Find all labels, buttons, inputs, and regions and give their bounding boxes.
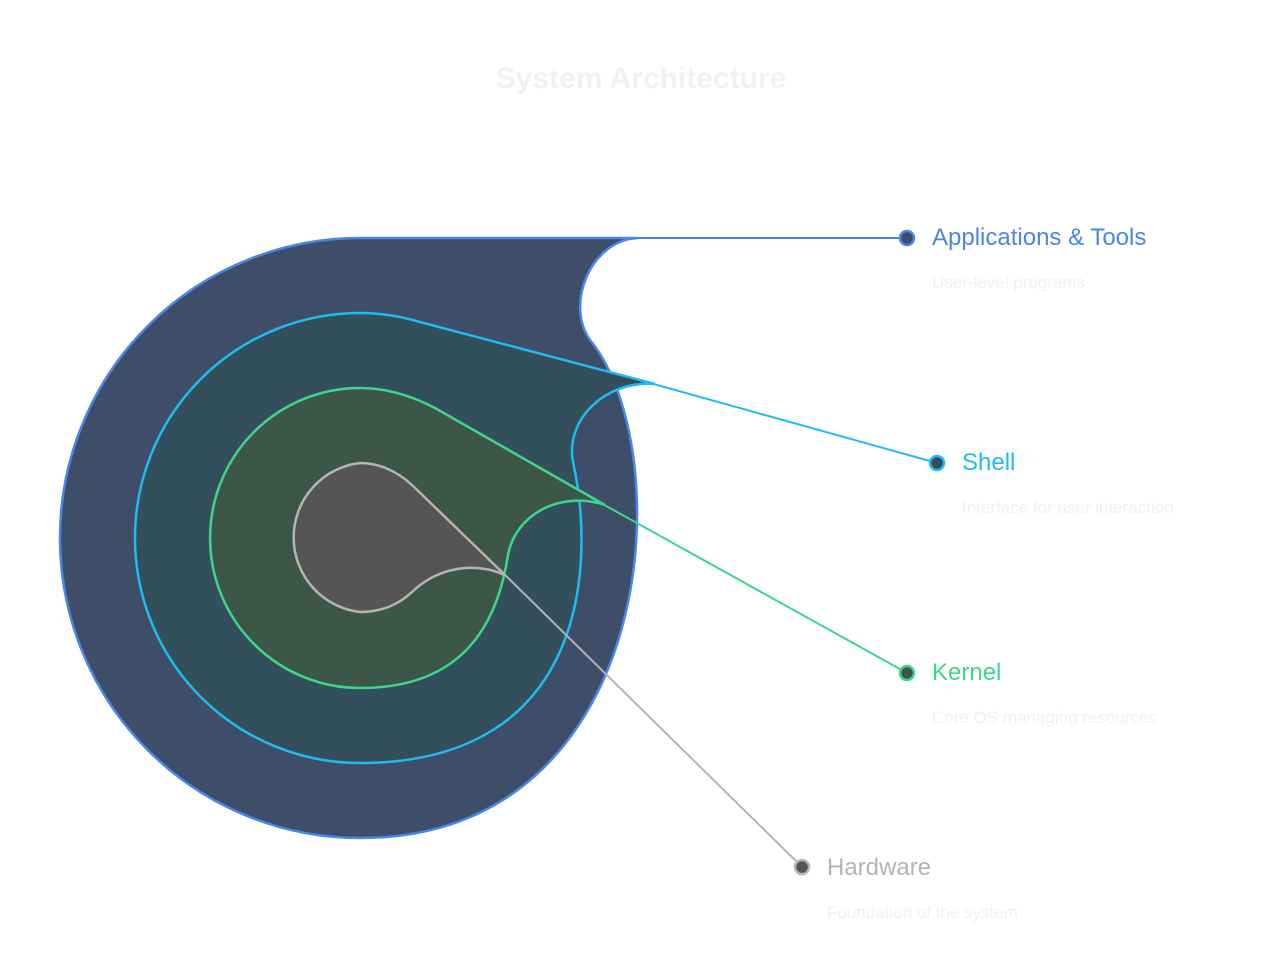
shell-marker-icon bbox=[928, 454, 946, 472]
shell-description: Interface for user interaction bbox=[962, 498, 1174, 517]
hardware-label: Hardware bbox=[827, 854, 932, 881]
kernel-description: Core OS managing resources bbox=[932, 708, 1157, 727]
hardware-connector bbox=[497, 567, 803, 868]
applications-marker-icon bbox=[898, 229, 916, 247]
hardware-marker-icon bbox=[793, 858, 811, 876]
kernel-connector bbox=[589, 496, 908, 674]
applications-description: User-level programs bbox=[932, 273, 1086, 292]
layer-hardware bbox=[292, 461, 811, 876]
shell-connector bbox=[649, 382, 938, 464]
shell-label: Shell bbox=[962, 449, 1016, 476]
hardware-description: Foundation of the system bbox=[827, 903, 1018, 922]
hardware-shape bbox=[292, 461, 506, 614]
kernel-label: Kernel bbox=[932, 659, 1002, 686]
applications-label: Applications & Tools bbox=[932, 224, 1147, 251]
kernel-marker-icon bbox=[898, 664, 916, 682]
diagram-title: System Architecture bbox=[495, 62, 787, 95]
